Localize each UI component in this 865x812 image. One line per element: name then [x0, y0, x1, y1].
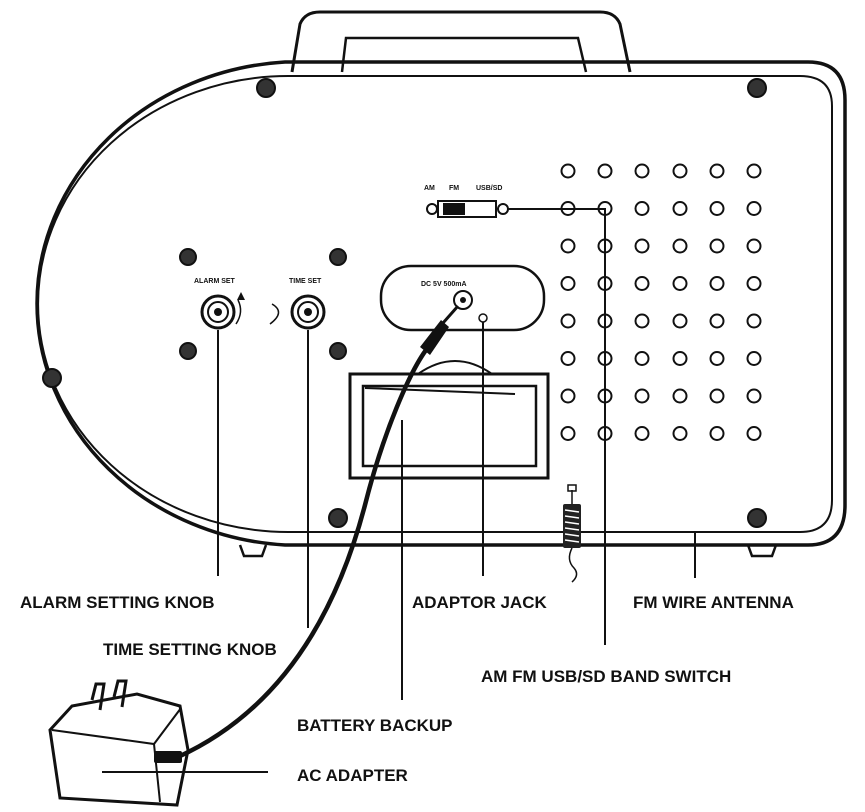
speaker-hole: [672, 388, 688, 404]
speaker-hole: [672, 351, 688, 366]
speaker-hole: [746, 351, 762, 366]
speaker-hole: [672, 201, 688, 216]
speaker-hole: [709, 163, 725, 179]
speaker-hole: [560, 388, 576, 404]
dc-rating-text: DC 5V 500mA: [421, 281, 467, 288]
speaker-hole: [672, 276, 688, 291]
speaker-hole: [634, 201, 650, 216]
speaker-grille: [560, 163, 762, 441]
radio-feet: [238, 544, 778, 558]
speaker-hole: [634, 351, 650, 366]
speaker-hole: [746, 238, 762, 254]
speaker-hole: [672, 238, 688, 254]
speaker-hole: [634, 388, 650, 404]
speaker-hole: [634, 238, 650, 254]
speaker-hole: [634, 313, 650, 329]
speaker-hole: [746, 388, 762, 404]
ac-adapter: [48, 679, 190, 807]
speaker-hole: [709, 426, 725, 441]
alarm-setting-knob: ALARM SET: [194, 278, 245, 330]
battery-backup-label: BATTERY BACKUP: [297, 716, 453, 735]
speaker-hole: [672, 163, 688, 179]
speaker-hole: [746, 201, 762, 216]
fm-wire-antenna-label: FM WIRE ANTENNA: [633, 593, 794, 612]
speaker-hole: [709, 201, 725, 216]
speaker-hole: [709, 276, 725, 291]
speaker-hole: [709, 351, 725, 366]
speaker-hole: [560, 238, 576, 254]
time-setting-knob-label: TIME SETTING KNOB: [103, 640, 277, 659]
screw-heads: [42, 78, 767, 528]
time-set-text: TIME SET: [289, 278, 322, 285]
battery-compartment: [348, 360, 550, 480]
band-switch: AM FM USB/SD: [424, 185, 509, 218]
radio-body: [35, 60, 847, 547]
power-cord: [177, 305, 460, 760]
speaker-hole: [560, 276, 576, 291]
speaker-hole: [746, 426, 762, 441]
speaker-hole: [672, 426, 688, 441]
adaptor-jack-recess: DC 5V 500mA: [379, 264, 546, 332]
carry-handle: [290, 10, 632, 73]
speaker-hole: [634, 276, 650, 291]
speaker-hole: [560, 313, 576, 329]
alarm-setting-knob-label: ALARM SETTING KNOB: [20, 593, 215, 612]
speaker-hole: [634, 426, 650, 441]
speaker-hole: [560, 426, 576, 441]
ac-adapter-label: AC ADAPTER: [297, 766, 408, 785]
switch-fm-text: FM: [449, 185, 459, 192]
speaker-hole: [746, 313, 762, 329]
speaker-hole: [672, 313, 688, 329]
speaker-hole: [709, 313, 725, 329]
alarm-set-text: ALARM SET: [194, 278, 236, 285]
speaker-hole: [746, 276, 762, 291]
speaker-hole: [634, 163, 650, 179]
speaker-hole: [746, 163, 762, 179]
speaker-hole: [709, 238, 725, 254]
fm-wire-antenna-coil: [563, 484, 581, 583]
speaker-hole: [709, 388, 725, 404]
switch-usbsd-text: USB/SD: [476, 185, 502, 192]
leader-lines: [102, 208, 696, 773]
switch-am-text: AM: [424, 185, 435, 192]
adaptor-jack-label: ADAPTOR JACK: [412, 593, 547, 612]
speaker-hole: [560, 351, 576, 366]
time-setting-knob: TIME SET: [269, 278, 326, 330]
speaker-hole: [560, 163, 576, 179]
speaker-hole: [597, 163, 613, 179]
band-switch-label: AM FM USB/SD BAND SWITCH: [481, 667, 731, 686]
